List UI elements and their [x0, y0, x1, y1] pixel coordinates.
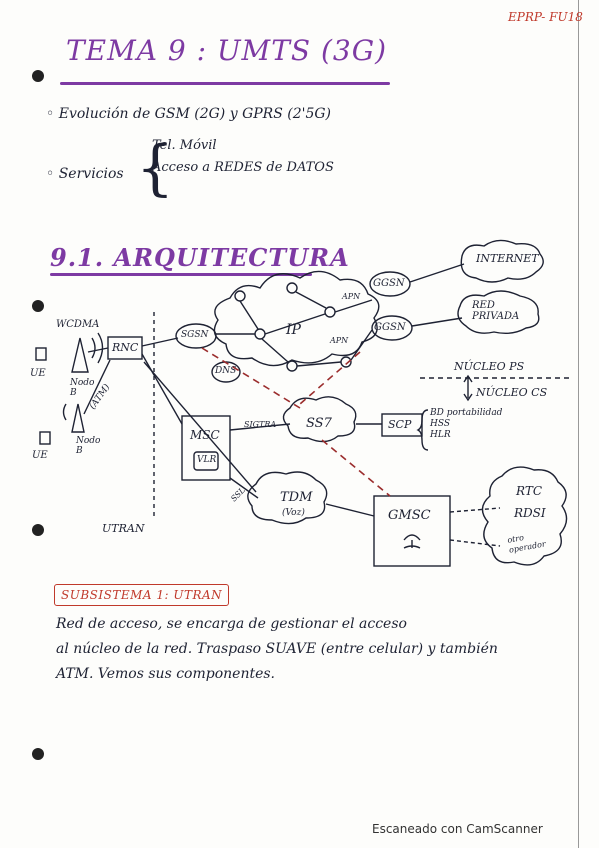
- rtc-label: RTC: [516, 484, 543, 498]
- ss7-cloud: [282, 396, 357, 443]
- scanner-watermark: Escaneado con CamScanner: [372, 822, 543, 836]
- apn-label: APN: [342, 292, 361, 301]
- binder-hole: [32, 748, 44, 760]
- scp-note: HLR: [430, 430, 451, 440]
- msc-box: [181, 415, 231, 481]
- title-underline: [60, 82, 390, 85]
- ggsn-label: GGSN: [374, 322, 406, 333]
- margin-rule: [578, 0, 579, 848]
- scp-note: HSS: [430, 419, 451, 429]
- page-title: TEMA 9 : UMTS (3G): [66, 34, 388, 67]
- tdm-label: TDM: [280, 490, 313, 505]
- gmsc-box: [373, 495, 451, 567]
- ggsn-node: [371, 315, 413, 341]
- nodo-b-label: Nodo B: [70, 378, 95, 398]
- ue-label: UE: [32, 450, 48, 461]
- ue-label: UE: [30, 368, 46, 379]
- signal-waves-icon: [91, 332, 104, 364]
- router-icon: [324, 306, 336, 318]
- sgsn-ss7-signalling-link: [201, 347, 301, 409]
- nucleo-cs-label: NÚCLEO CS: [476, 386, 548, 399]
- red-privada-label: RED PRIVADA: [472, 300, 520, 322]
- ggsn-node: [369, 271, 411, 297]
- antenna-icon: [71, 403, 85, 433]
- subsystem-line: ATM. Vemos sus componentes.: [56, 666, 276, 682]
- section-underline: [50, 273, 312, 276]
- vlr-label: VLR: [197, 455, 217, 465]
- ue-device-icon: [35, 347, 47, 361]
- subsystem-line: al núcleo de la red. Traspaso SUAVE (ent…: [56, 641, 498, 657]
- ip-cloud: [213, 270, 380, 367]
- ss7-gmsc-signalling-link: [321, 439, 391, 497]
- binder-hole: [32, 524, 44, 536]
- router-icon: [286, 360, 298, 372]
- ggsn-label: GGSN: [373, 278, 405, 289]
- ip-label: IP: [286, 322, 301, 338]
- apn-label: APN: [330, 336, 349, 345]
- ss7-label: SS7: [306, 416, 332, 431]
- sgsn-label: SGSN: [181, 330, 209, 340]
- services-brace: {: [136, 133, 175, 203]
- subsystem-line: Red de acceso, se encarga de gestionar e…: [56, 616, 407, 632]
- scp-label: SCP: [388, 418, 412, 431]
- scp-notes: BD portabilidad HSS HLR: [430, 408, 502, 441]
- binder-hole: [32, 300, 44, 312]
- antenna-icon: [71, 337, 89, 373]
- nodo-b-label: Nodo B: [76, 436, 101, 456]
- section-heading: 9.1. ARQUITECTURA: [50, 243, 350, 272]
- ue-device-icon: [39, 431, 51, 445]
- signal-waves-icon: [62, 403, 67, 421]
- rdsi-label: RDSI: [514, 506, 546, 520]
- page-code: EPRP- FU18: [508, 10, 583, 24]
- tdm-cloud: [247, 471, 328, 525]
- bullet-services: ◦ Servicios: [46, 166, 124, 182]
- nucleo-ps-label: NÚCLEO PS: [454, 360, 525, 373]
- msc-label: MSC: [190, 428, 220, 442]
- utran-label: UTRAN: [102, 522, 145, 535]
- scp-note: BD portabilidad: [430, 408, 503, 418]
- bullet-evolution: ◦ Evolución de GSM (2G) y GPRS (2'5G): [46, 106, 332, 122]
- switch-icon: [403, 534, 421, 549]
- router-icon: [254, 328, 266, 340]
- vlr-box: [193, 451, 219, 471]
- gmsc-label: GMSC: [388, 508, 431, 523]
- subsystem-heading: SUBSISTEMA 1: UTRAN: [54, 584, 230, 606]
- binder-hole: [32, 70, 44, 82]
- service-item: Tel. Móvil: [152, 138, 217, 153]
- router-icon: [286, 282, 298, 294]
- evolution-text: Evolución de GSM (2G) y GPRS (2'5G): [58, 106, 332, 122]
- dns-label: DNS: [215, 366, 237, 376]
- service-item: Acceso a REDES de DATOS: [152, 160, 334, 175]
- voz-label: (Voz): [282, 508, 305, 518]
- router-icon: [234, 290, 246, 302]
- sigtra-label: SIGTRA: [244, 420, 277, 429]
- internet-cloud: [460, 239, 544, 283]
- rnc-label: RNC: [112, 341, 139, 354]
- wcdma-label: WCDMA: [56, 319, 100, 330]
- private-network-cloud: [457, 290, 540, 335]
- internet-label: INTERNET: [476, 252, 539, 265]
- services-label: Servicios: [58, 166, 124, 182]
- rtc-rdsi-cloud: [481, 466, 568, 566]
